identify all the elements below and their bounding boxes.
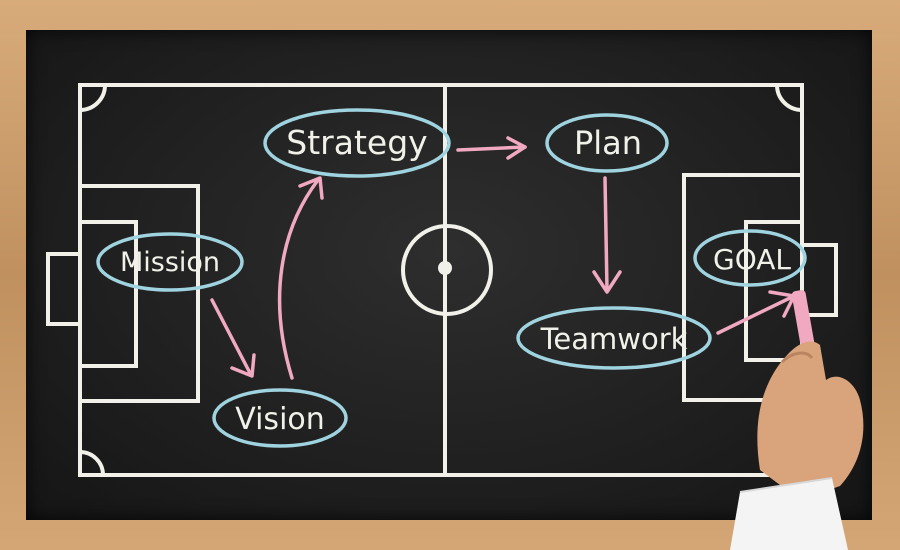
arrow-teamwork-to-goal — [716, 295, 794, 335]
plan-bubble — [545, 113, 669, 173]
white-shirt-cuff — [730, 478, 848, 550]
corner-arc-top-right — [775, 83, 804, 112]
center-spot — [438, 261, 452, 275]
soccer-field — [46, 83, 838, 477]
corner-arc-bottom-left — [78, 450, 105, 477]
arrow-vision-to-strategy — [277, 178, 320, 380]
arrow-mission-to-vision — [210, 298, 252, 375]
teamwork-bubble — [516, 306, 712, 370]
corner-arc-top-left — [78, 83, 107, 112]
chalkboard — [26, 30, 872, 520]
mission-label: Mission — [120, 247, 220, 278]
hand-with-chalk — [730, 290, 864, 550]
center-circle — [401, 224, 493, 316]
plan-label: Plan — [574, 124, 642, 162]
field-outline — [78, 83, 804, 477]
goal-bubble — [693, 229, 807, 287]
left-goal-area — [78, 220, 138, 368]
goal-label: GOAL — [713, 243, 791, 276]
hand — [757, 341, 864, 500]
vision-bubble — [212, 388, 348, 448]
strategy-label: Strategy — [286, 123, 427, 162]
vision-label: Vision — [235, 402, 325, 437]
arrow-plan-to-teamwork — [603, 176, 609, 292]
strategy-bubble — [263, 108, 451, 178]
mission-bubble — [96, 232, 244, 292]
left-penalty-area — [78, 184, 200, 403]
labels: Strategy Plan Mission GOAL Teamwork Visi… — [120, 123, 791, 437]
bubbles — [96, 108, 807, 448]
right-goal — [800, 243, 838, 317]
left-goal — [46, 252, 82, 326]
teamwork-label: Teamwork — [540, 322, 688, 356]
arrow-strategy-to-plan — [456, 145, 527, 152]
